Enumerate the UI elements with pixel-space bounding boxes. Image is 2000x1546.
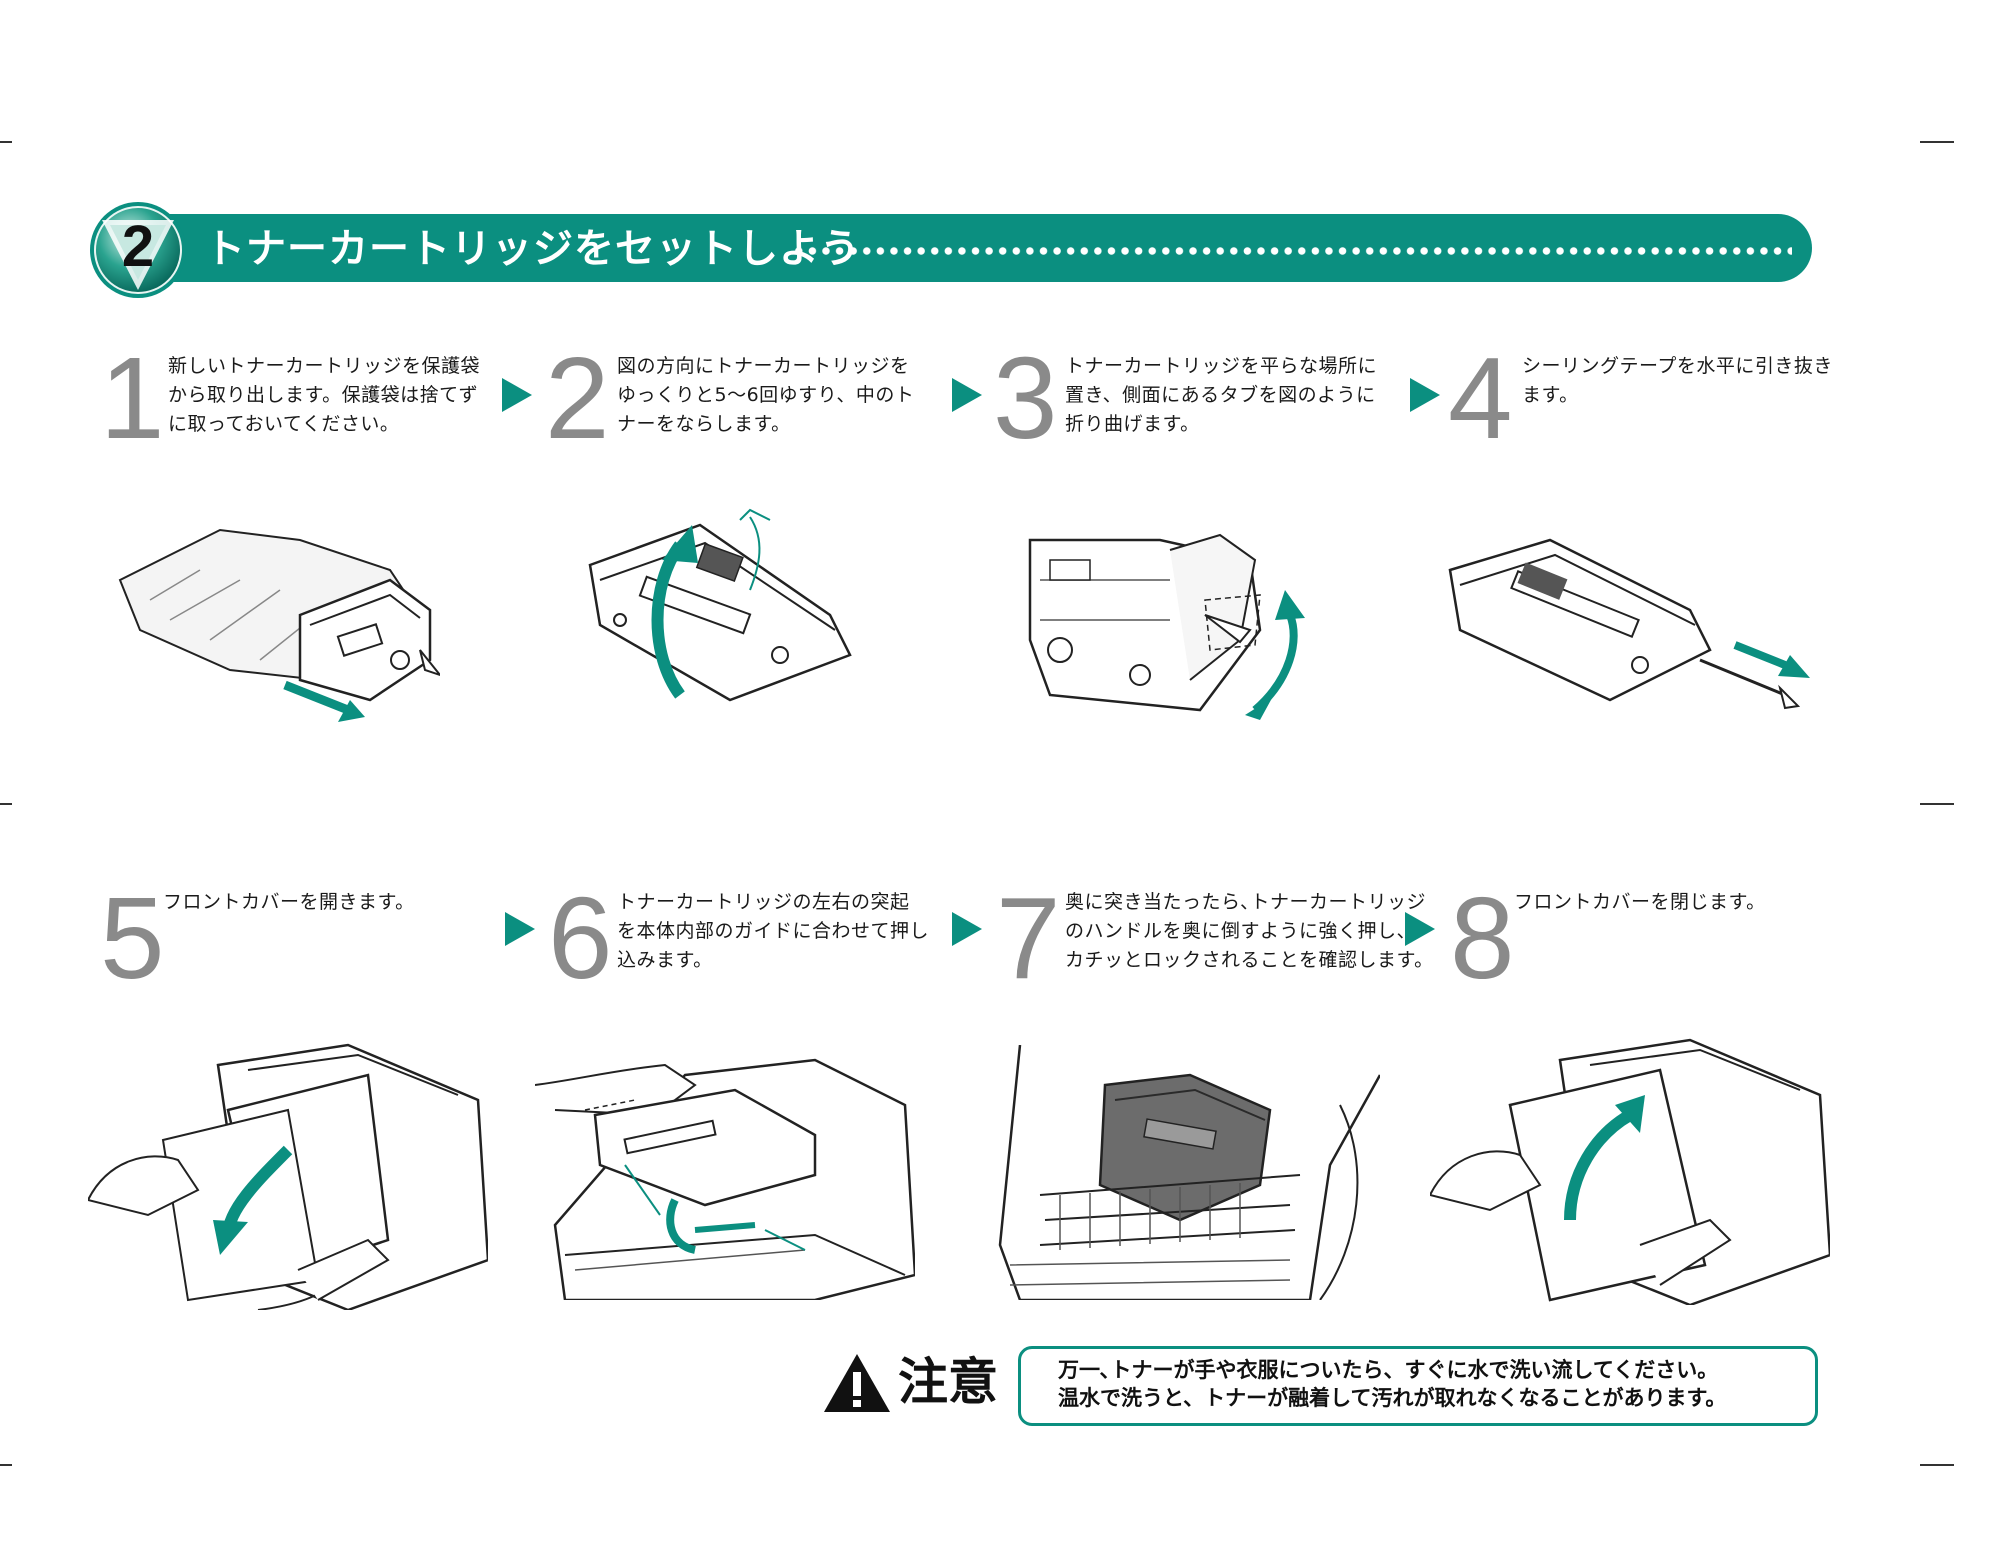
step-arrow-icon	[1405, 912, 1435, 946]
step-number: 1	[100, 333, 165, 463]
section-title: トナーカートリッジをセットしよう	[205, 226, 861, 272]
step-number: 7	[996, 873, 1061, 1003]
section-number-badge: 2	[90, 202, 186, 298]
dot-leader	[792, 246, 1792, 256]
crop-mark	[1920, 141, 1954, 143]
warning-triangle-icon	[824, 1354, 890, 1412]
step-arrow-icon	[952, 912, 982, 946]
lock-cartridge-illustration	[998, 1045, 1380, 1300]
crop-mark	[1920, 803, 1954, 805]
caution-line: 万一､トナーが手や衣服についたら、すぐに水で洗い流してください。	[1058, 1358, 1719, 1382]
caution-label: 注意	[898, 1353, 998, 1411]
caution-box	[1018, 1346, 1818, 1426]
step-6-text: トナーカートリッジの左右の突起を本体内部のガイドに合わせて押し込みます。	[617, 891, 930, 971]
step-arrow-icon	[1410, 378, 1440, 412]
open-front-cover-illustration	[88, 1043, 488, 1310]
step-number: 5	[100, 873, 165, 1003]
step-7-text: 奥に突き当たったら､トナーカートリッジのハンドルを奥に倒すように強く押し、カチッ…	[1065, 891, 1434, 971]
insert-cartridge-illustration	[535, 1058, 915, 1300]
cartridge-in-bag-illustration	[118, 528, 440, 722]
step-8-text: フロントカバーを閉じます。	[1514, 891, 1766, 913]
step-3-text: トナーカートリッジを平らな場所に置き、側面にあるタブを図のように折り曲げます。	[1065, 355, 1378, 435]
badge-number: 2	[122, 214, 154, 279]
step-number: 6	[548, 873, 613, 1003]
step-number: 4	[1448, 333, 1513, 463]
step-arrow-icon	[505, 912, 535, 946]
step-number: 3	[993, 333, 1058, 463]
crop-mark	[0, 141, 12, 143]
crop-mark	[0, 803, 12, 805]
step-1-text: 新しいトナーカートリッジを保護袋から取り出します。保護袋は捨てずに取っておいてく…	[168, 355, 481, 435]
step-number: 2	[545, 333, 610, 463]
pull-sealing-tape-illustration	[1448, 538, 1810, 710]
step-4-text: シーリングテープを水平に引き抜きます。	[1522, 355, 1833, 406]
bend-tab-illustration	[1028, 533, 1305, 720]
step-arrow-icon	[952, 378, 982, 412]
crop-mark	[0, 1464, 12, 1466]
crop-mark	[1920, 1464, 1954, 1466]
step-5-text: フロントカバーを開きます。	[163, 891, 415, 913]
close-front-cover-illustration	[1430, 1038, 1830, 1305]
step-2-text: 図の方向にトナーカートリッジをゆっくりと5～6回ゆすり、中のトナーをならします。	[617, 355, 915, 435]
step-arrow-icon	[502, 378, 532, 412]
shake-cartridge-illustration	[588, 508, 852, 702]
caution-line: 温水で洗うと、トナーが融着して汚れが取れなくなることがあります。	[1058, 1386, 1727, 1410]
step-number: 8	[1450, 873, 1515, 1003]
